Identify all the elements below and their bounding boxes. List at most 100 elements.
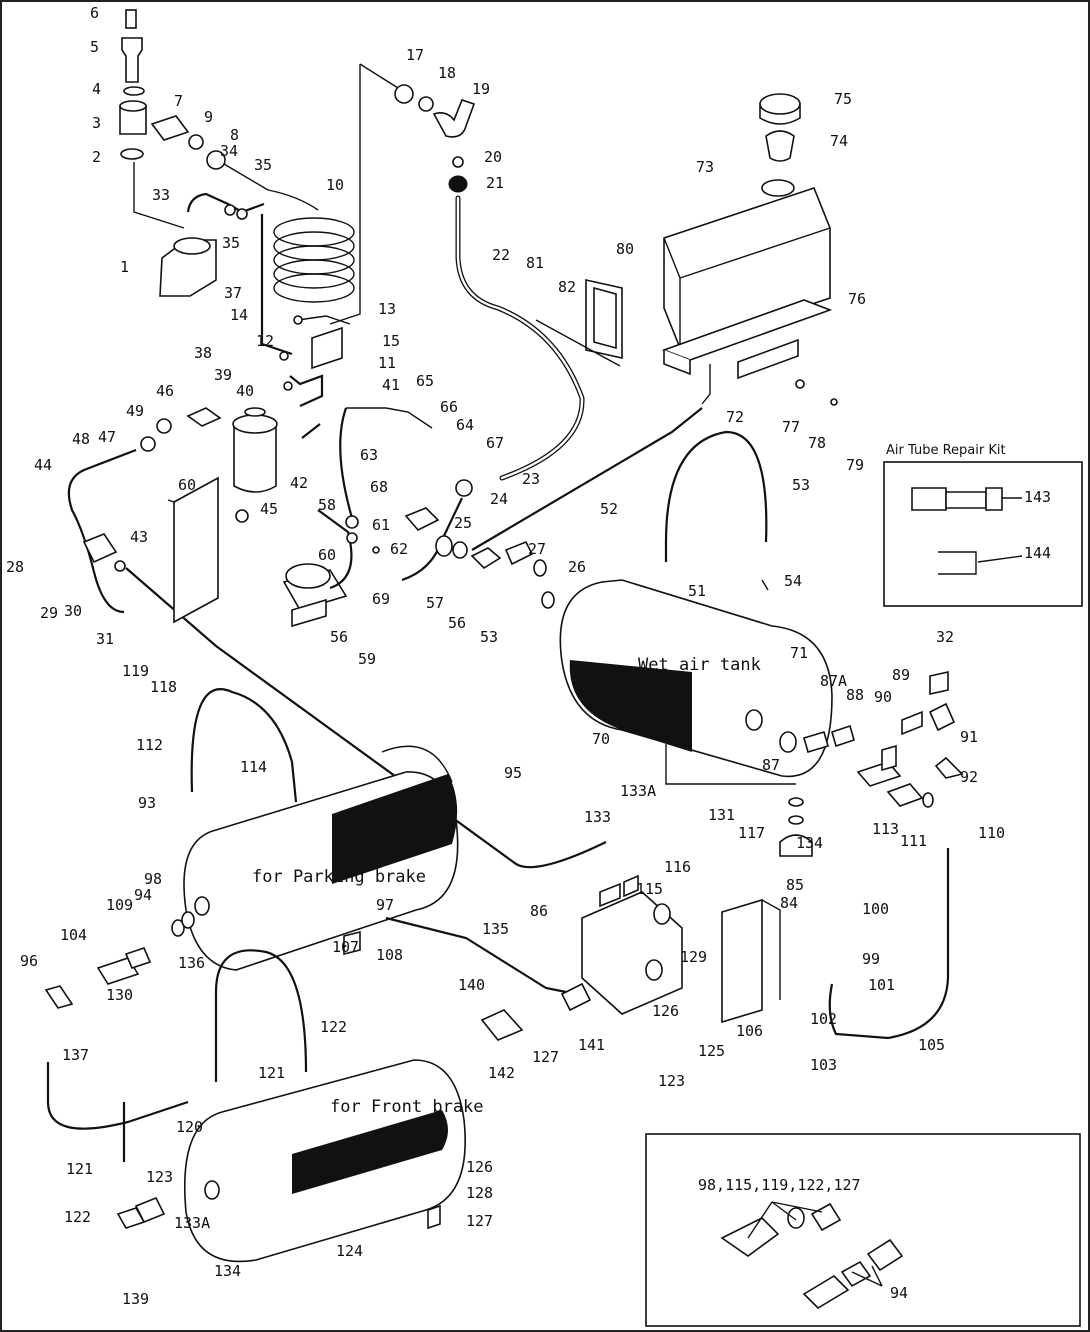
callout-label: 130	[106, 986, 133, 1004]
callout-label: 6	[90, 4, 99, 22]
callout-label: 4	[92, 80, 101, 98]
callout-label: 47	[98, 428, 116, 446]
callout-label: 1	[120, 258, 129, 276]
elbow-19	[432, 99, 476, 138]
callout-label: 114	[240, 758, 267, 776]
callout-label: 123	[146, 1168, 173, 1186]
callout-label: 37	[224, 284, 242, 302]
callout-label: 34	[220, 142, 238, 160]
callout-label: 84	[780, 894, 798, 912]
callout-label: 46	[156, 382, 174, 400]
callout-label: 102	[810, 1010, 837, 1028]
callout-label: 82	[558, 278, 576, 296]
callout-label: 110	[978, 824, 1005, 842]
callout-label: 96	[20, 952, 38, 970]
callout-label: 98	[144, 870, 162, 888]
nut-9	[188, 134, 204, 150]
callout-label: 129	[680, 948, 707, 966]
callout-label: 33	[152, 186, 170, 204]
callout-label: 91	[960, 728, 978, 746]
common-parts-inset: 98,115,119,122,127 94	[645, 1133, 1081, 1327]
callout-label: 39	[214, 366, 232, 384]
callout-label: 11	[378, 354, 396, 372]
callout-label: 48	[72, 430, 90, 448]
callout-label: 54	[784, 572, 802, 590]
callout-label: 43	[130, 528, 148, 546]
callout-label: 126	[466, 1158, 493, 1176]
bracket-76	[661, 299, 833, 361]
callout-label: 18	[438, 64, 456, 82]
callout-label: 103	[810, 1056, 837, 1074]
callout-label: 14	[230, 306, 248, 324]
callout-label: 60	[178, 476, 196, 494]
callout-label: 121	[258, 1064, 285, 1082]
callout-label: 116	[664, 858, 691, 876]
callout-label: 134	[796, 834, 823, 852]
callout-label: 142	[488, 1064, 515, 1082]
callout-label: 133	[584, 808, 611, 826]
fitting-5	[121, 37, 143, 83]
callout-label: 139	[122, 1290, 149, 1308]
callout-label: 101	[868, 976, 895, 994]
callout-label: 59	[358, 650, 376, 668]
callout-label: 137	[62, 1046, 89, 1064]
callout-label: 126	[652, 1002, 679, 1020]
callout-label: 9	[204, 108, 213, 126]
callout-label: 53	[480, 628, 498, 646]
callout-label: 125	[698, 1042, 725, 1060]
callout-label: 72	[726, 408, 744, 426]
callout-label: 122	[64, 1208, 91, 1226]
hose-22-assembly	[394, 84, 585, 497]
parking-brake-tank-label: for Parking brake	[252, 867, 426, 887]
callout-label: 92	[960, 768, 978, 786]
callout-label: 85	[786, 876, 804, 894]
callout-label: 30	[64, 602, 82, 620]
callout-label: 44	[34, 456, 52, 474]
wet-air-tank-32	[559, 579, 833, 785]
callout-label: 38	[194, 344, 212, 362]
callout-label: 80	[616, 240, 634, 258]
callout-label: 3	[92, 114, 101, 132]
callout-label: 53	[792, 476, 810, 494]
callout-label: 90	[874, 688, 892, 706]
callout-label: 140	[458, 976, 485, 994]
callout-label: 67	[486, 434, 504, 452]
callout-label: 8	[230, 126, 239, 144]
parking-brake-tank-131	[183, 688, 459, 971]
callout-label: 105	[918, 1036, 945, 1054]
callout-label: 5	[90, 38, 99, 56]
bracket-43	[173, 476, 219, 624]
callout-label: 77	[782, 418, 800, 436]
callout-label: 115	[636, 880, 663, 898]
strainer-74	[765, 130, 795, 162]
wet-air-tank-label: Wet air tank	[638, 655, 761, 675]
elbow-46	[186, 407, 222, 427]
callout-label: 104	[60, 926, 87, 944]
callout-label: 93	[138, 794, 156, 812]
front-brake-tank-label: for Front brake	[330, 1097, 484, 1117]
inlet-fittings	[44, 911, 441, 1230]
callout-label: 120	[176, 1118, 203, 1136]
callout-label: 117	[738, 824, 765, 842]
drain-fitting-group	[779, 671, 964, 1040]
callout-labels: 6543217983435333510371412131511171819202…	[6, 4, 1005, 1308]
tube-70	[471, 407, 703, 551]
repair-kit-inset: Air Tube Repair Kit 143 144	[883, 443, 1083, 607]
callout-label: 100	[862, 900, 889, 918]
callout-label: 141	[578, 1036, 605, 1054]
callout-label: 99	[862, 950, 880, 968]
callout-label: 49	[126, 402, 144, 420]
callout-label: 121	[66, 1160, 93, 1178]
nut-8	[206, 150, 226, 170]
callout-label: 19	[472, 80, 490, 98]
callout-label: 58	[318, 496, 336, 514]
callout-label: 124	[336, 1242, 363, 1260]
callout-label: 74	[830, 132, 848, 150]
callout-label: 109	[106, 896, 133, 914]
callout-label: 24	[490, 490, 508, 508]
callout-label: 135	[482, 920, 509, 938]
bracket-80	[535, 279, 623, 367]
callout-label: 41	[382, 376, 400, 394]
brake-valve-103	[385, 874, 683, 1041]
